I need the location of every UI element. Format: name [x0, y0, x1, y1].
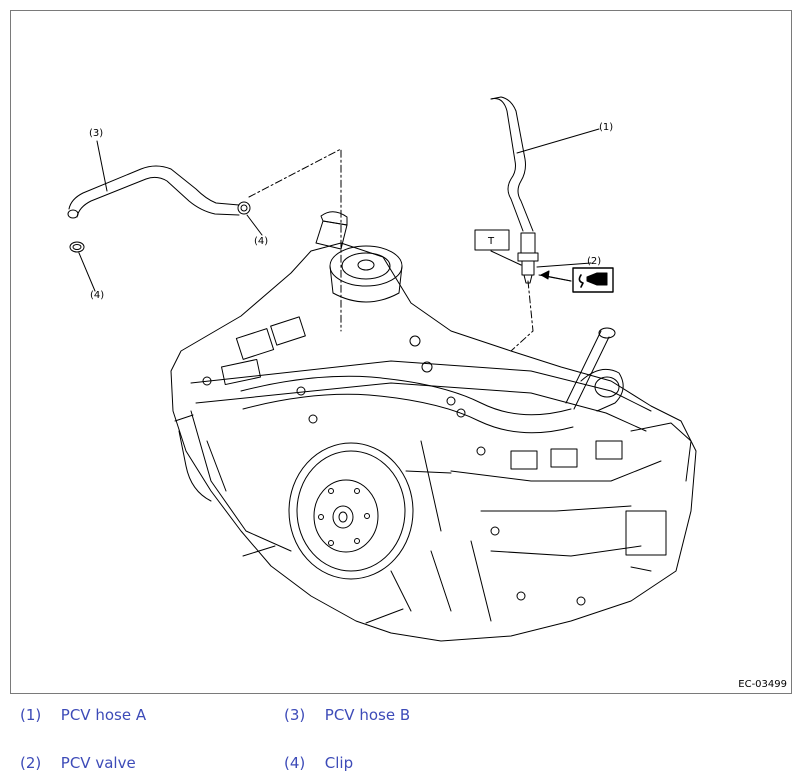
torque-symbol: T	[487, 236, 495, 247]
clip-lower	[69, 241, 85, 253]
apply-arrow	[540, 270, 572, 282]
legend-number: (1)	[20, 706, 42, 724]
legend-item-pcv-valve: (2) PCV valve	[20, 754, 136, 772]
legend: (1) PCV hose A (3) PCV hose B (2) PCV va…	[0, 700, 803, 780]
callout-4-lower: (4)	[90, 290, 104, 301]
clip-upper	[237, 201, 251, 215]
legend-number: (4)	[284, 754, 306, 772]
legend-item-pcv-hose-a: (1) PCV hose A	[20, 706, 146, 724]
callout-2: (2)	[587, 256, 601, 267]
legend-item-clip: (4) Clip	[284, 754, 353, 772]
legend-label: PCV hose B	[324, 706, 411, 724]
grease-apply-icon	[572, 267, 614, 293]
callout-3: (3)	[89, 128, 103, 139]
flywheel	[288, 442, 414, 580]
pcv-valve	[517, 232, 539, 284]
engine-block	[170, 211, 697, 642]
callout-4-upper: (4)	[254, 236, 268, 247]
legend-label: Clip	[324, 754, 354, 772]
legend-label: PCV hose A	[60, 706, 147, 724]
pcv-hose-a	[490, 96, 534, 232]
torque-box-icon	[474, 229, 510, 251]
legend-label: PCV valve	[60, 754, 136, 772]
legend-number: (2)	[20, 754, 42, 772]
pcv-hose-b	[67, 165, 240, 219]
legend-item-pcv-hose-b: (3) PCV hose B	[284, 706, 410, 724]
callout-1: (1)	[599, 122, 613, 133]
legend-number: (3)	[284, 706, 306, 724]
figure-frame: (3) (1) (2) (4) (4) T EC-03499	[10, 10, 792, 694]
callout-leaders	[78, 128, 600, 292]
figure-code: EC-03499	[738, 679, 787, 690]
engine-diagram: (3) (1) (2) (4) (4) T	[67, 96, 697, 642]
leader-lines	[248, 148, 534, 352]
